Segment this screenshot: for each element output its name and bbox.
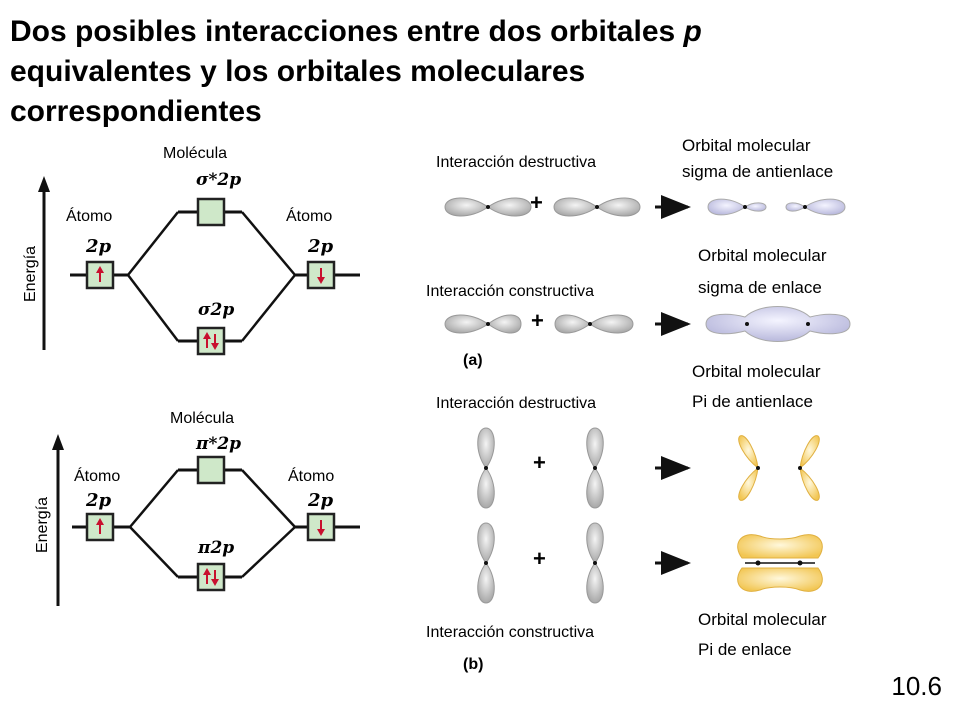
row3-result-line1: Orbital molecular [692,362,821,381]
nucleus-dot [486,205,490,209]
pi-bonding-label: π2p [198,538,235,558]
plus-sign: + [533,450,546,475]
pi-right-orbital-label: 2p [308,490,334,511]
p-lobe [586,467,604,509]
plus-sign: + [531,308,544,333]
p-lobe [477,467,495,509]
row4-interaction-label: Interacción constructiva [426,624,595,641]
sigma-energy-arrowhead [38,176,50,192]
p-lobe [586,562,604,604]
p-lobe [477,522,495,564]
nucleus-dot [484,466,488,470]
title-line3: correspondientes [10,95,262,128]
nucleus-dot [755,560,761,566]
p-lobe [487,197,532,217]
sigma-bonding-box [196,326,226,356]
sigma-correlation-lines [127,211,296,342]
sigma-atom-right-label: Átomo [286,208,333,225]
pi-energy-label: Energía [34,496,51,553]
row2-result-line2: sigma de enlace [698,278,822,297]
row3-result-line2: Pi de antienlace [692,392,813,411]
row1-result-line2: sigma de antienlace [682,162,834,181]
pi-atom-right-label: Átomo [288,468,335,485]
p-lobe [553,197,598,217]
title-line2: equivalentes y los orbitales moleculares [10,55,586,88]
panel-a-label: (a) [463,352,483,369]
title-line1: Dos posibles interacciones entre dos orb… [10,15,702,48]
row1-sigma-destructive [444,195,846,219]
page-title: Dos posibles interacciones entre dos orb… [10,12,870,132]
nucleus-dot [806,322,810,326]
pi-bonding-shape [737,534,823,592]
p-lobe [477,427,495,469]
plus-sign: + [530,190,543,215]
row1-interaction-label: Interacción destructiva [436,154,597,171]
panel-b-label: (b) [463,656,484,673]
row4-result-line2: Pi de enlace [698,640,792,659]
nucleus-dot [803,205,807,209]
pi-antibonding-box [196,455,226,485]
sigma-right-orbital-label: 2p [308,236,334,257]
pi-left-orbital-label: 2p [86,490,112,511]
nucleus-dot [743,205,747,209]
nucleus-dot [484,561,488,565]
sigma-antibonding-label: σ*2p [196,170,242,190]
pi-left-electron-up [96,518,104,534]
nucleus-dot [593,561,597,565]
sigma-bonding-electron-pair [203,332,219,350]
pi-correlation-lines [129,469,296,578]
p-lobe [554,314,591,334]
p-lobe [586,427,604,469]
row3-pi-destructive [477,427,820,509]
nucleus-dot [756,466,760,470]
nucleus-dot [798,466,802,470]
p-lobe [596,197,641,217]
sigma-bonding-label: σ2p [198,300,235,320]
p-lobe [444,197,489,217]
sigma-energy-label: Energía [22,245,39,302]
row4-result-line1: Orbital molecular [698,610,827,629]
antibonding-lobe [785,202,806,212]
row3-interaction-label: Interacción destructiva [436,395,597,412]
sigma-energy-diagram [10,175,382,360]
nucleus-dot [595,205,599,209]
row1-result-line1: Orbital molecular [682,136,811,155]
antibonding-lobe [804,198,846,216]
page-number: 10.6 [891,671,942,701]
p-lobe [444,314,489,334]
pi-bonding-electron-pair [203,568,219,586]
p-lobe [477,562,495,604]
bonding-orbital-shape [705,306,851,342]
pi-energy-diagram [52,434,360,606]
sigma-molecule-label: Molécula [163,145,228,162]
nucleus-dot [588,322,592,326]
pi-antibonding-label: π*2p [196,434,242,454]
sigma-left-electron-up [96,266,104,282]
p-lobe [586,522,604,564]
pi-molecule-label: Molécula [170,410,235,427]
nucleus-dot [797,560,803,566]
antibonding-lobe [744,202,767,212]
nucleus-dot [486,322,490,326]
row4-pi-constructive [477,522,823,604]
nucleus-dot [593,466,597,470]
nucleus-dot [745,322,749,326]
plus-sign: + [533,546,546,571]
sigma-left-orbital-label: 2p [86,236,112,257]
p-lobe [487,314,522,334]
p-lobe [589,314,634,334]
pi-right-electron-down [317,520,325,536]
row2-sigma-constructive [444,306,851,342]
pi-energy-arrowhead [52,434,64,450]
pi-atom-left-label: Átomo [74,468,121,485]
row2-result-line1: Orbital molecular [698,246,827,265]
row2-interaction-label: Interacción constructiva [426,283,595,300]
sigma-antibonding-box [196,197,226,227]
pi-antibonding-shape [738,435,820,501]
sigma-right-electron-down [317,268,325,284]
antibonding-lobe [707,198,746,216]
sigma-atom-left-label: Átomo [66,208,113,225]
pi-bonding-box [196,562,226,592]
